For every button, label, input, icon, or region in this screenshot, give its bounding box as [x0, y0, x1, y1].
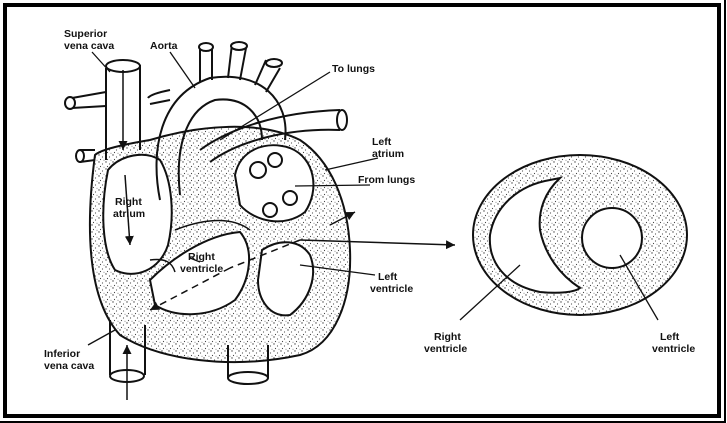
label-superior-vena-cava-1: Superior [64, 28, 107, 40]
label-to-lungs: To lungs [332, 63, 375, 75]
label-superior-vena-cava-2: vena cava [64, 40, 114, 52]
label-from-lungs: From lungs [358, 174, 415, 186]
label-left-atrium-1: Left [372, 136, 392, 148]
label-aorta: Aorta [150, 40, 178, 52]
label-right-ventricle-1: Right [188, 251, 215, 263]
label-right-atrium-2: atrium [113, 208, 145, 220]
label-inferior-vena-cava-2: vena cava [44, 360, 94, 372]
label-left-ventricle-1: Left [378, 271, 398, 283]
label-right-atrium-1: Right [115, 196, 142, 208]
label-cs-right-ventricle-1: Right [434, 331, 461, 343]
cross-section [460, 155, 687, 320]
label-cs-left-ventricle-2: ventricle [652, 343, 695, 355]
label-cs-left-ventricle-1: Left [660, 331, 680, 343]
label-left-ventricle-2: ventricle [370, 283, 413, 295]
label-inferior-vena-cava-1: Inferior [44, 348, 80, 360]
label-left-atrium-2: atrium [372, 148, 404, 160]
heart-drawing [65, 42, 350, 384]
cs-left-ventricle-chamber [582, 208, 642, 268]
label-right-ventricle-2: ventricle [180, 263, 223, 275]
label-cs-right-ventricle-2: ventricle [424, 343, 467, 355]
